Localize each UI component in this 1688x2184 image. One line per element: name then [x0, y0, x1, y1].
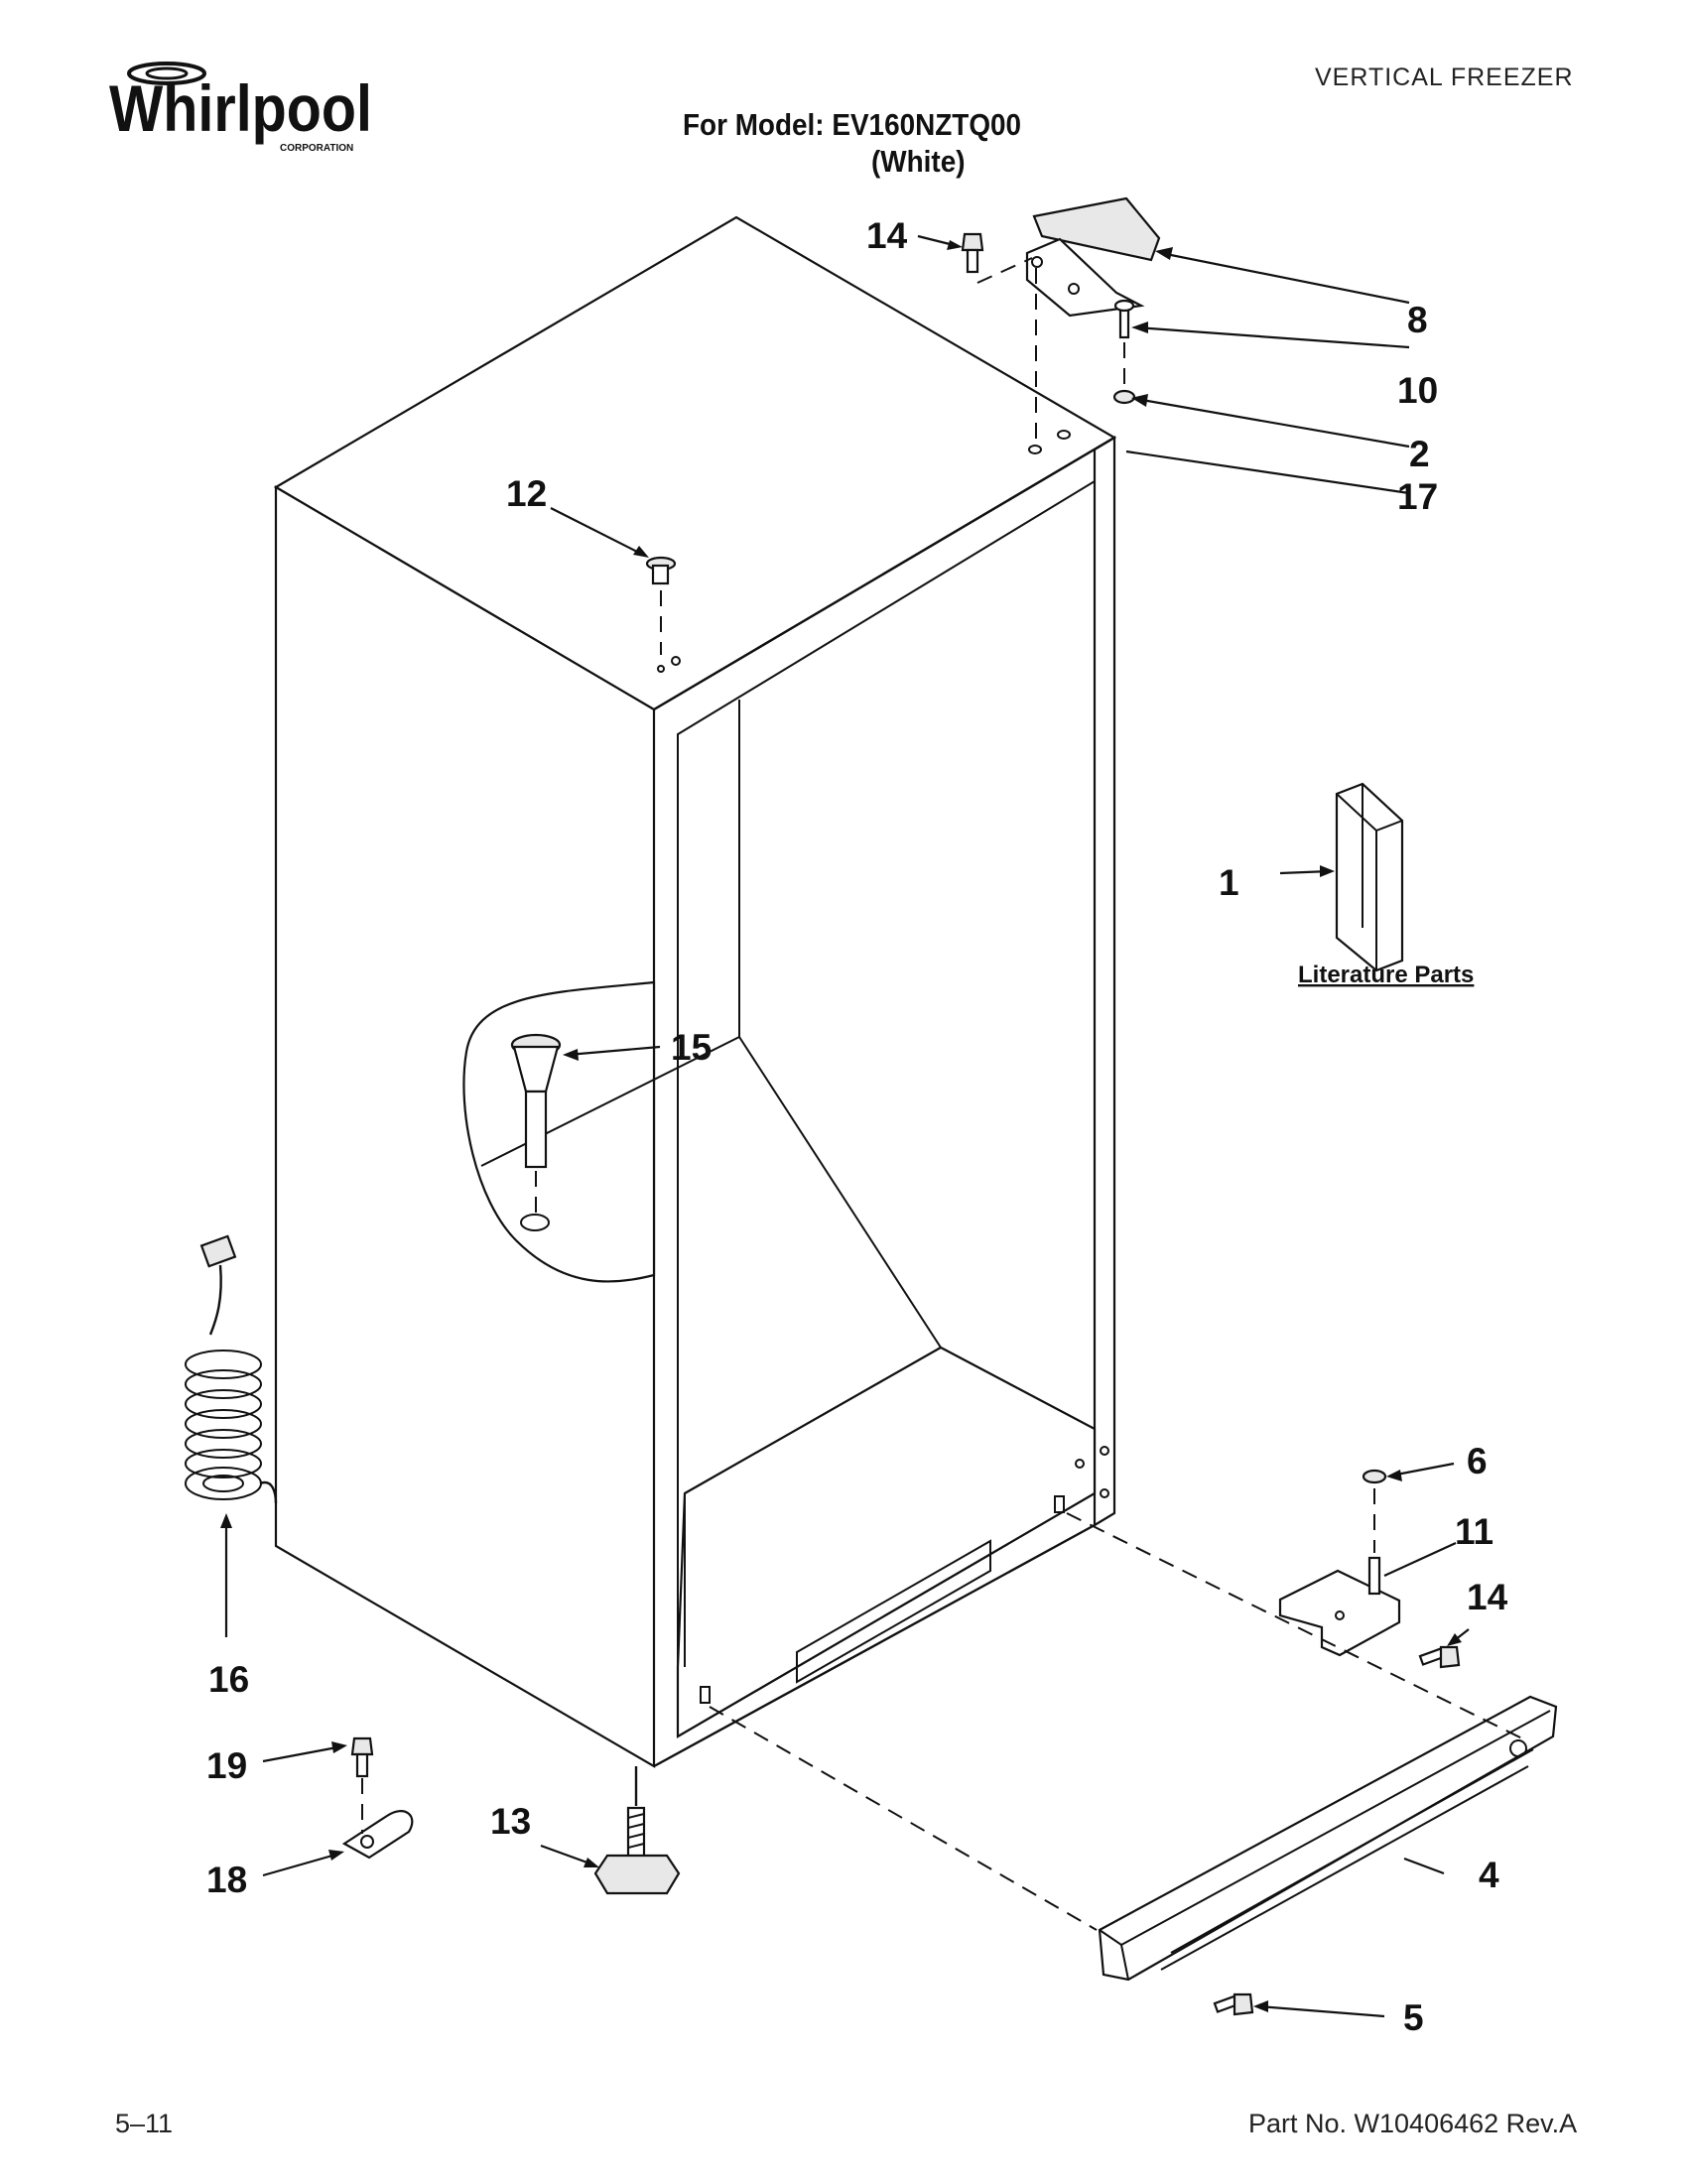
page-code: 5–11: [115, 2109, 174, 2138]
bottom-washer-part: [1362, 1469, 1387, 1484]
toe-grille-part: [1098, 1695, 1558, 2016]
callout-13: 13: [490, 1801, 531, 1842]
clamp-screw-part: [350, 1736, 374, 1778]
power-cord-part: [185, 1234, 278, 1504]
drain-tube-part: [510, 1033, 562, 1213]
callout-18: 18: [206, 1860, 247, 1900]
callout-15: 15: [671, 1027, 712, 1068]
callout-labels: 8 10 2 17 14 12 15 1 16 6 11 14 4 5 13 1…: [206, 215, 1508, 2038]
logo-wordmark: Whirlpool: [109, 71, 372, 145]
leveling-leg-part: [593, 1766, 681, 1895]
callout-19: 19: [206, 1745, 247, 1786]
whirlpool-logo: Whirlpool CORPORATION: [109, 62, 372, 154]
bottom-hinge-screw-part: [1418, 1645, 1461, 1669]
hinge-cover-part: [1032, 196, 1161, 262]
callout-11: 11: [1455, 1511, 1493, 1552]
callout-12: 12: [506, 473, 547, 514]
callout-5: 5: [1403, 1997, 1424, 2038]
logo-subtitle: CORPORATION: [280, 143, 353, 154]
callout-2: 2: [1409, 434, 1430, 474]
document-category: VERTICAL FREEZER: [1315, 64, 1574, 91]
top-hinge-assembly: [961, 196, 1161, 447]
literature-part: Literature Parts: [1298, 782, 1474, 988]
part-number: Part No. W10406462 Rev.A: [1248, 2109, 1578, 2138]
bottom-hinge-assembly: [1278, 1469, 1461, 1669]
plug-button-part: [645, 556, 677, 655]
top-hinge-part: [1025, 237, 1145, 318]
cord-clamp-part: [341, 1736, 414, 1860]
callout-6: 6: [1467, 1441, 1488, 1481]
callout-4: 4: [1479, 1855, 1499, 1895]
leader-lines: [220, 234, 1470, 2018]
model-color: (White): [871, 144, 966, 179]
callout-16: 16: [208, 1659, 249, 1700]
callout-8: 8: [1407, 300, 1428, 340]
model-number-title: For Model: EV160NZTQ00: [683, 107, 1022, 142]
callout-14-top: 14: [866, 215, 908, 256]
callout-1: 1: [1219, 862, 1239, 903]
bottom-hinge-part: [1278, 1569, 1401, 1657]
callout-17: 17: [1397, 476, 1438, 517]
callout-14-bottom: 14: [1467, 1577, 1508, 1617]
hinge-screw-part: [961, 232, 984, 274]
literature-parts-label: Literature Parts: [1298, 962, 1474, 988]
freezer-cabinet: [273, 215, 1117, 1768]
washer-part: [1112, 389, 1136, 405]
logo-swirl-icon: [127, 62, 206, 85]
callout-10: 10: [1397, 370, 1438, 411]
grille-screw-part: [1213, 1992, 1254, 2016]
